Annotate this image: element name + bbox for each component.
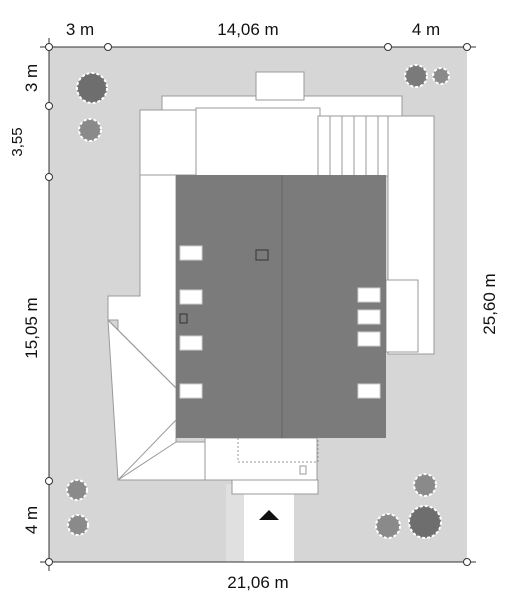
skylight: [357, 287, 381, 303]
tree-icon: [413, 473, 437, 497]
tree-icon: [78, 118, 102, 142]
tree-icon: [432, 67, 450, 85]
driveway: [244, 494, 294, 562]
skylight: [357, 309, 381, 325]
skylight: [179, 289, 203, 305]
tree-icon: [375, 513, 401, 539]
skylight: [179, 335, 203, 351]
dimension-node: [45, 102, 53, 110]
dimension-node: [384, 43, 392, 51]
chimney: [179, 313, 188, 324]
entry-path-left: [226, 484, 244, 562]
dimension-top-left: 3 m: [66, 20, 94, 39]
chimney: [255, 249, 269, 261]
entrance-arrow-icon: [259, 510, 279, 520]
tree-icon: [404, 64, 428, 88]
dimension-node: [45, 173, 53, 181]
skylight: [179, 245, 203, 261]
dimension-bottom: 21,06 m: [227, 573, 288, 592]
skylight: [357, 383, 381, 399]
dimension-left-upper: 3,55: [9, 127, 26, 156]
dimension-node: [45, 43, 53, 51]
dimension-node: [104, 43, 112, 51]
tree-icon: [67, 514, 89, 536]
main-roof: [176, 175, 386, 438]
dimension-node: [45, 477, 53, 485]
dimension-top-center: 14,06 m: [217, 20, 278, 39]
dimension-node: [45, 558, 53, 566]
building-top-block: [255, 71, 305, 101]
dimension-node: [463, 43, 471, 51]
tree-icon: [408, 505, 442, 539]
skylight: [179, 383, 203, 399]
skylight: [357, 331, 381, 347]
entrance-porch: [231, 479, 319, 495]
dimension-right: 25,60 m: [480, 273, 499, 334]
dimension-left-middle: 15,05 m: [22, 297, 41, 358]
tree-icon: [66, 479, 88, 501]
dimension-left-bottom: 4 m: [22, 506, 41, 534]
dimension-left-top: 3 m: [22, 64, 41, 92]
right-bay: [385, 279, 419, 353]
entrance-block: [204, 437, 318, 481]
building-center-block: [195, 107, 321, 179]
dimension-top-right: 4 m: [412, 20, 440, 39]
tree-icon: [76, 72, 108, 104]
dimension-node: [463, 558, 471, 566]
building-left-wing: [139, 109, 201, 176]
